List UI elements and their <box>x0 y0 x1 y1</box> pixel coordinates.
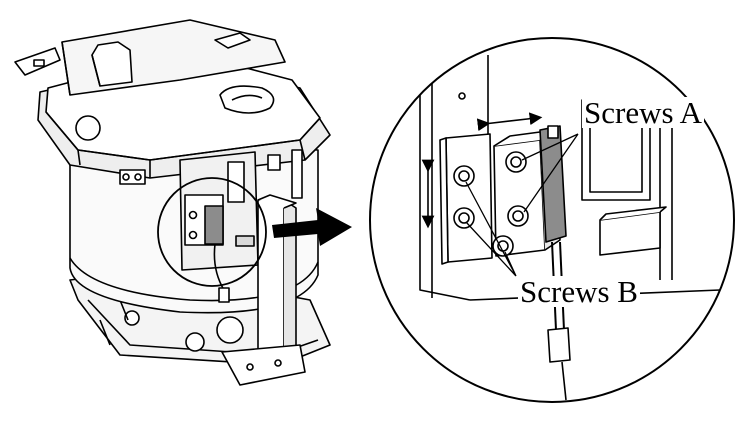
screws-b-label: Screws B <box>518 274 640 309</box>
horizontal-adjust-arrow <box>476 112 543 132</box>
lid-loop <box>219 85 275 114</box>
bracket-foot <box>221 344 306 386</box>
bracket-post <box>257 199 285 361</box>
zoom-detail <box>369 37 735 403</box>
zoom-arrow <box>272 208 352 246</box>
screws-a-label: Screws A <box>582 95 704 130</box>
detail-marker-circle <box>157 177 267 287</box>
heater-unit <box>14 19 331 386</box>
